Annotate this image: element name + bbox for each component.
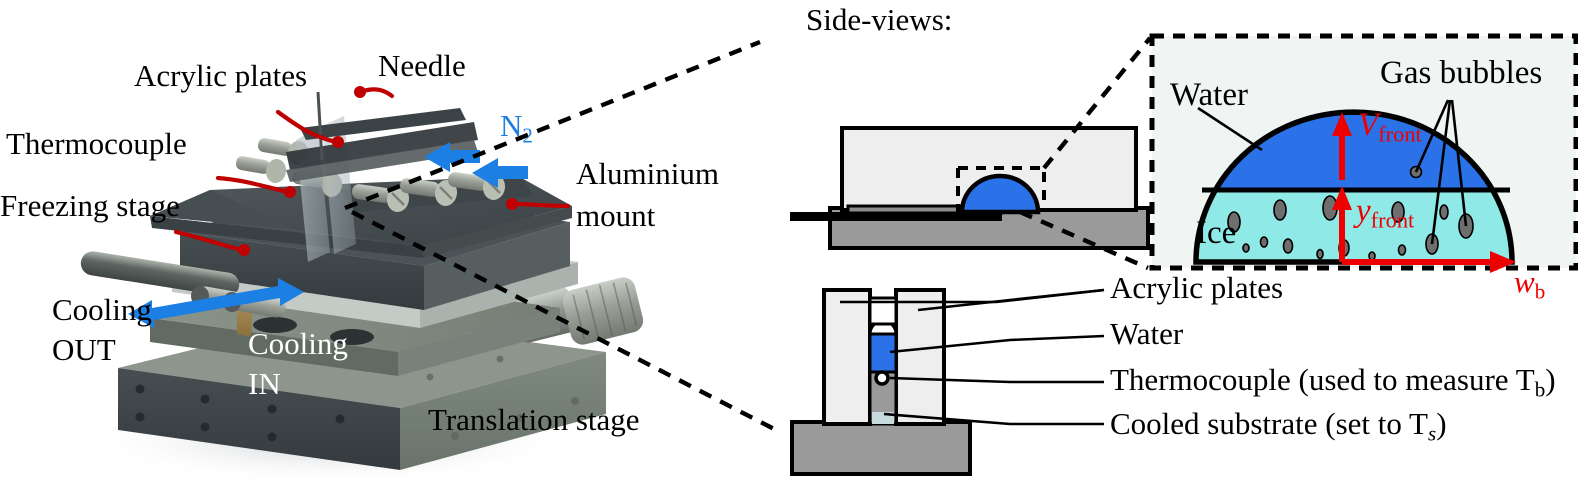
callout-water: Water	[1110, 316, 1184, 351]
cooling-flow-arrow	[128, 278, 304, 328]
gas-bubble-callouts	[1414, 99, 1468, 245]
callout-acrylic-plates: Acrylic plates	[1110, 270, 1284, 305]
label-cooling-in-line1: Cooling	[248, 326, 348, 361]
measurement-arrows	[1332, 112, 1516, 273]
clamp-screws-row	[340, 172, 534, 212]
side-view-front	[790, 288, 1105, 476]
droplet-zoom-panel	[1149, 33, 1578, 273]
callout-substrate-text: Cooled substrate (set to T	[1110, 406, 1428, 441]
label-acrylic-plates: Acrylic plates	[134, 58, 308, 93]
y-front-subscript: front	[1370, 207, 1415, 233]
wb-symbol: w	[1514, 264, 1535, 299]
gas-bubbles	[1227, 165, 1474, 261]
callout-thermocouple-tail: )	[1545, 362, 1556, 397]
callout-substrate-tail: )	[1436, 406, 1447, 441]
zoom-connector-lines	[344, 39, 782, 434]
label-ice-zoom: Ice	[1196, 215, 1237, 251]
nitrogen-symbol: N	[500, 108, 523, 143]
label-water-zoom: Water	[1170, 77, 1248, 113]
acrylic-plate-assembly	[286, 108, 478, 262]
screw	[351, 172, 506, 212]
pointer-leaders	[173, 86, 571, 256]
velocity-symbol: V	[1358, 107, 1379, 143]
front-view-callouts	[840, 288, 1105, 426]
callout-thermocouple: Thermocouple (used to measure Tb)	[1110, 362, 1556, 402]
nitrogen-subscript: 2	[522, 123, 533, 148]
y-front-symbol: y	[1356, 193, 1371, 229]
label-aluminium-mount-line2: mount	[576, 198, 656, 233]
needle-shaft	[316, 91, 324, 161]
label-freezing-stage: Freezing stage	[0, 188, 180, 223]
label-w-b: wb	[1514, 264, 1546, 304]
label-cooling-out-line2: OUT	[52, 332, 116, 367]
water-callout-line	[1197, 106, 1263, 152]
label-velocity-front: Vfront	[1358, 108, 1422, 147]
nitrogen-flow-arrows	[424, 142, 528, 188]
callout-substrate-sub: s	[1428, 421, 1437, 446]
label-aluminium-mount-line1: Aluminium	[576, 156, 719, 191]
label-needle: Needle	[378, 48, 466, 83]
label-gas-bubbles: Gas bubbles	[1380, 55, 1543, 91]
label-thermocouple: Thermocouple	[6, 126, 187, 161]
velocity-subscript: front	[1378, 121, 1422, 147]
callout-thermocouple-sub: b	[1534, 377, 1546, 402]
label-cooling-out-line1: Cooling	[52, 292, 152, 327]
label-nitrogen-gas: N2	[500, 108, 533, 148]
label-y-front: yfront	[1356, 194, 1414, 233]
label-cooling-in-line2: IN	[248, 366, 281, 401]
label-translation-stage: Translation stage	[428, 402, 640, 437]
wb-subscript: b	[1534, 279, 1546, 304]
callout-thermocouple-text: Thermocouple (used to measure T	[1110, 362, 1535, 397]
side-view-top	[790, 36, 1152, 271]
callout-cooled-substrate: Cooled substrate (set to Ts)	[1110, 406, 1447, 446]
side-views-heading: Side-views:	[806, 2, 953, 37]
